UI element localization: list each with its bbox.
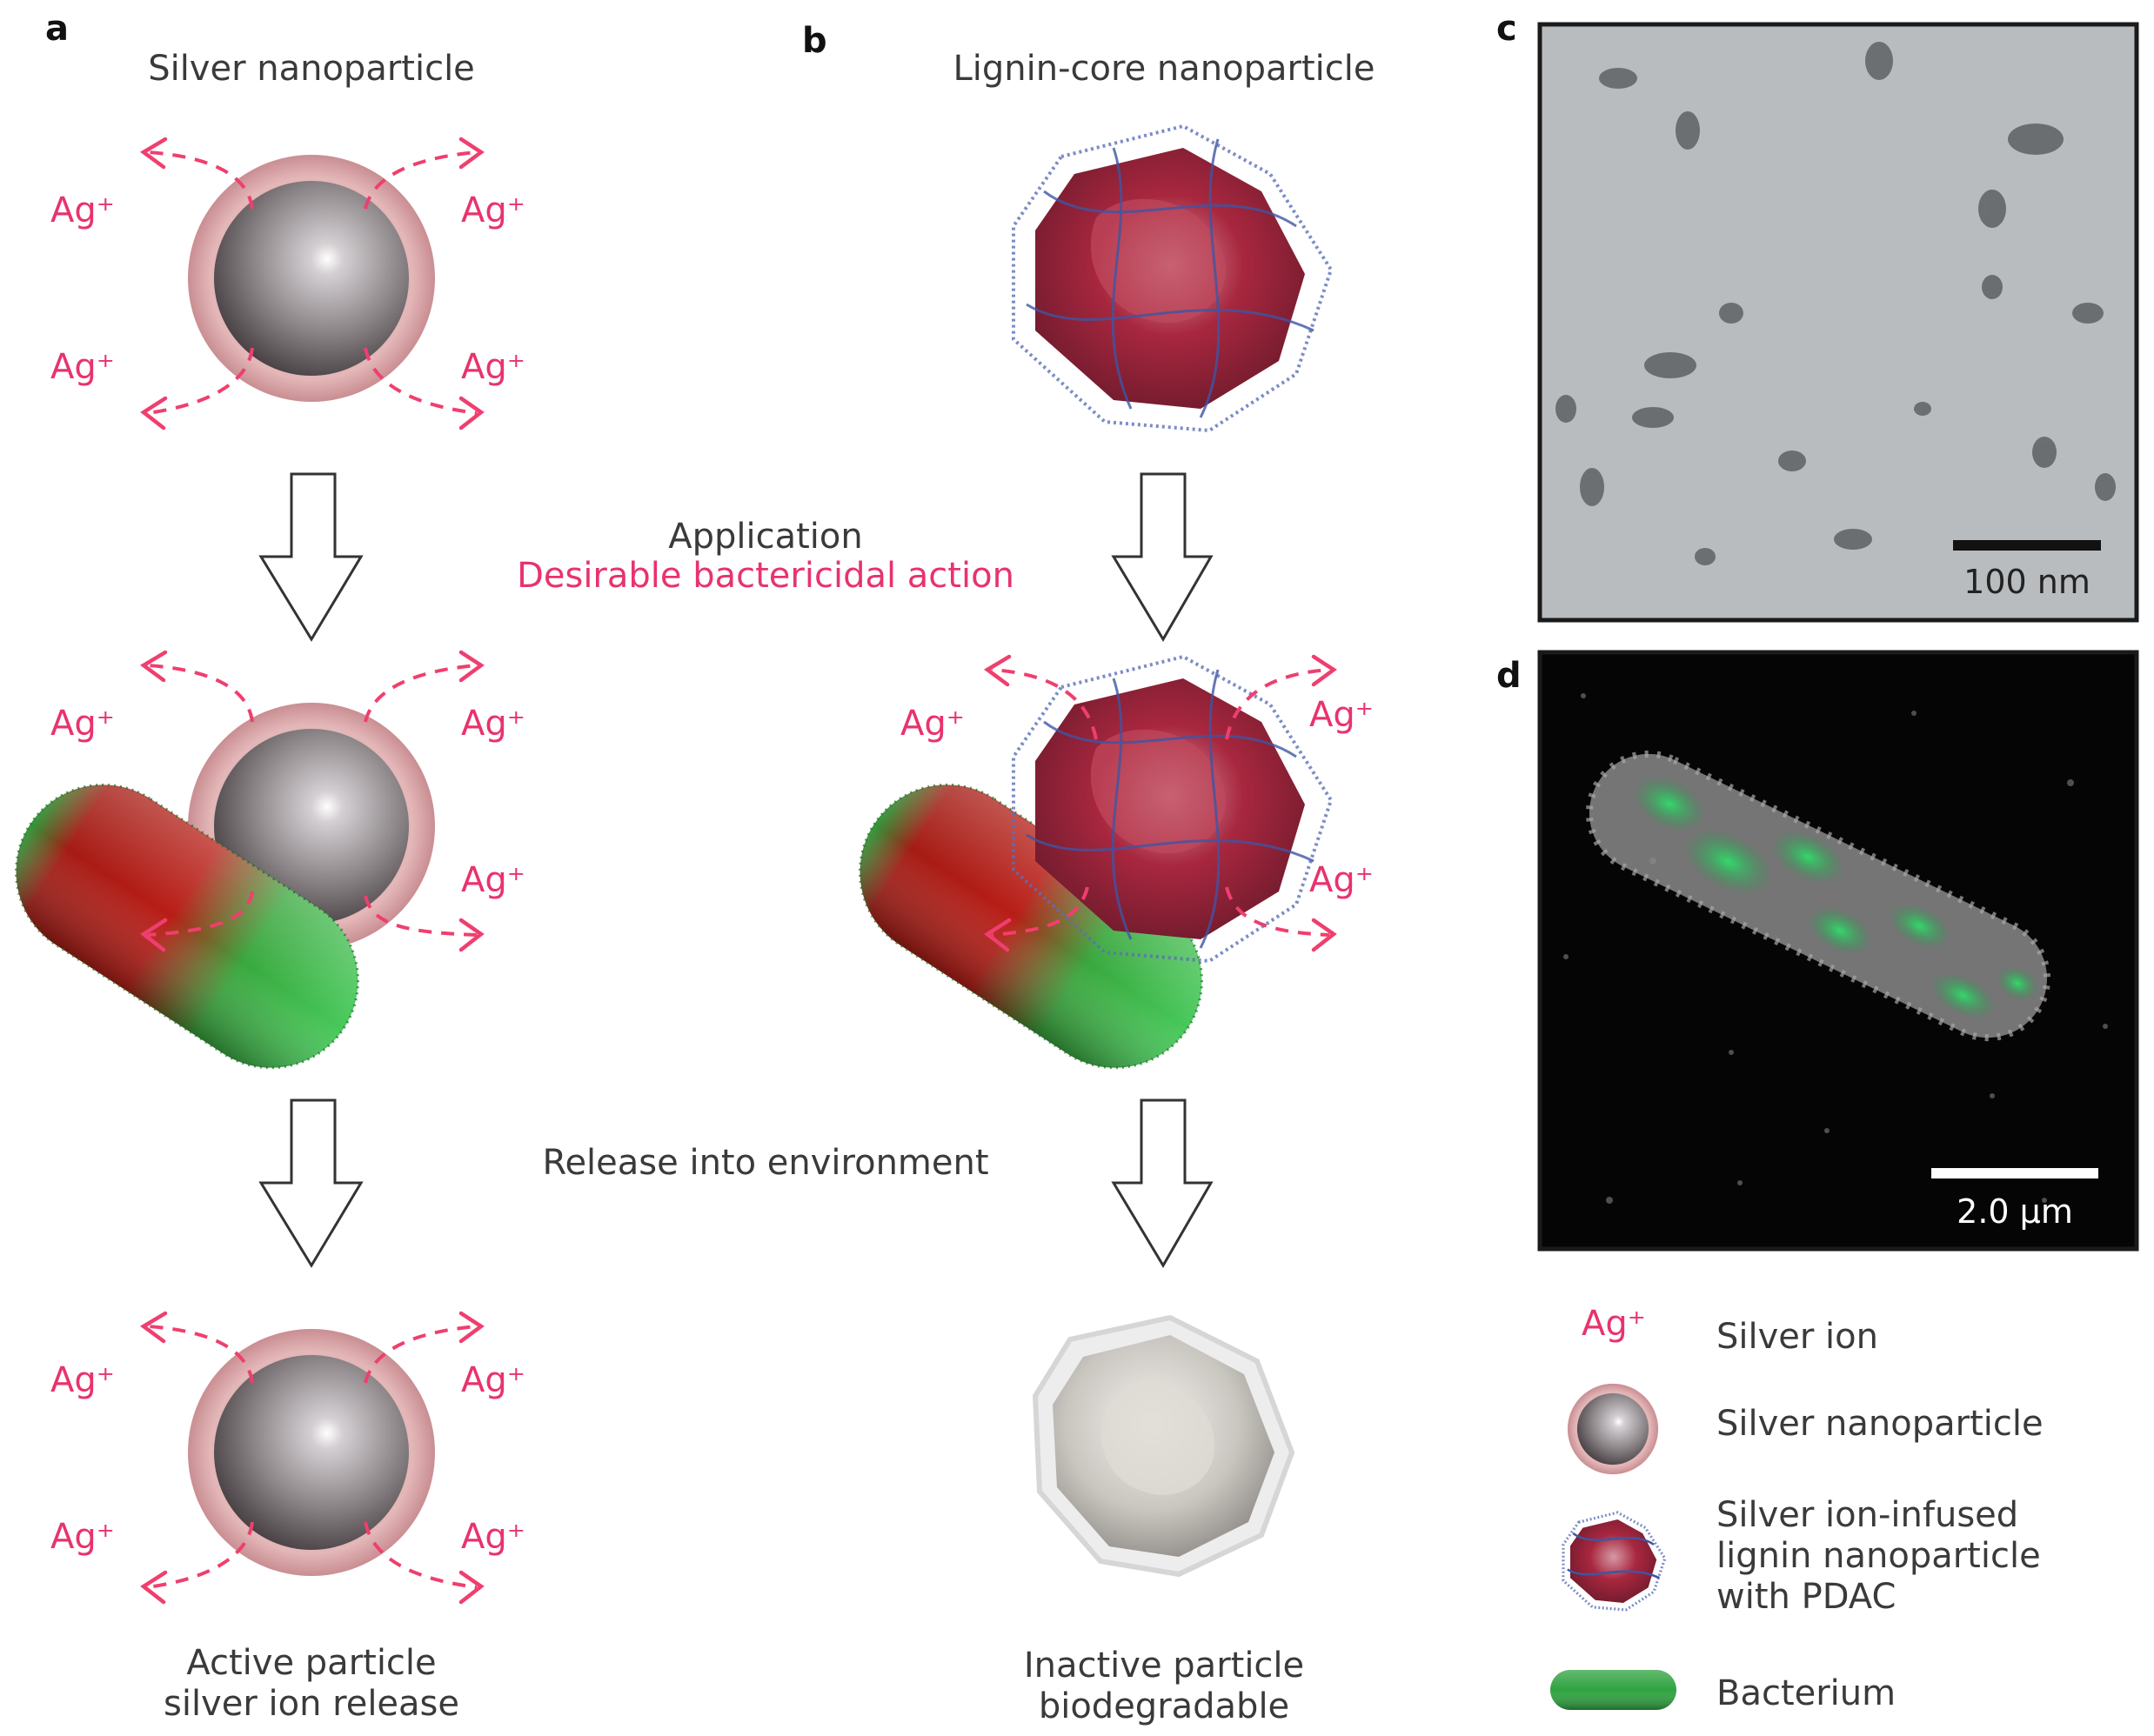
ag-ion-label: Ag⁺ xyxy=(461,190,525,230)
ag-ion-label: Ag⁺ xyxy=(461,860,525,900)
panel-label-a: a xyxy=(45,9,69,49)
legend-lignin-line3: with PDAC xyxy=(1716,1577,1896,1617)
legend-lignin-line2: lignin nanoparticle xyxy=(1716,1536,2041,1576)
panel-b: Lignin-core nanoparticle xyxy=(859,49,1375,1726)
ag-ion-label: Ag⁺ xyxy=(50,704,115,744)
bacterium xyxy=(859,783,1203,1070)
legend-silver-nanoparticle: Silver nanoparticle xyxy=(1716,1404,2044,1444)
legend-bacterium-icon xyxy=(1550,1670,1676,1710)
ag-ion-label: Ag⁺ xyxy=(461,704,525,744)
legend-lignin-icon xyxy=(1562,1511,1667,1612)
panel-label-d: d xyxy=(1496,656,1522,696)
ag-ion-label: Ag⁺ xyxy=(50,1517,115,1557)
release-label: Release into environment xyxy=(542,1143,988,1183)
lignin-nanoparticle-top xyxy=(1012,124,1334,433)
ag-ion-label: Ag⁺ xyxy=(1309,695,1374,735)
fluorescence-micrograph: 2.0 µm xyxy=(1537,650,2139,1252)
silver-nanoparticle-with-bacterium: Ag⁺ Ag⁺ Ag⁺ xyxy=(15,650,525,1070)
legend-ag-ion-symbol: Ag⁺ xyxy=(1582,1304,1646,1344)
down-arrow xyxy=(258,472,364,642)
tem-scale-label: 100 nm xyxy=(1963,563,2090,601)
application-label: Application xyxy=(668,517,863,557)
ag-ion-label: Ag⁺ xyxy=(900,704,965,744)
ag-ion-label: Ag⁺ xyxy=(50,1360,115,1400)
ag-ion-label: Ag⁺ xyxy=(461,347,525,387)
panel-b-title: Lignin-core nanoparticle xyxy=(953,49,1375,89)
ag-ion-label: Ag⁺ xyxy=(50,347,115,387)
lignin-nanoparticle-with-bacterium: Ag⁺ Ag⁺ Ag⁺ xyxy=(859,654,1374,1070)
down-arrow xyxy=(1111,1098,1214,1268)
panel-label-c: c xyxy=(1496,9,1517,49)
ag-ion-label: Ag⁺ xyxy=(50,190,115,230)
panel-a: Silver nanoparticle Ag⁺ Ag⁺ Ag⁺ Ag⁺ xyxy=(15,49,525,1724)
inactive-particle xyxy=(1032,1314,1295,1578)
legend: Ag⁺ Silver ion Silver nanoparticle Silve… xyxy=(1550,1304,2044,1713)
down-arrow xyxy=(258,1098,364,1268)
panel-b-bottom-line1: Inactive particle xyxy=(1024,1646,1304,1686)
ag-ion-label: Ag⁺ xyxy=(1309,860,1374,900)
tem-micrograph: 100 nm xyxy=(1537,22,2139,623)
down-arrow xyxy=(1111,472,1214,642)
ag-ion-label: Ag⁺ xyxy=(461,1517,525,1557)
silver-nanoparticle-top: Ag⁺ Ag⁺ Ag⁺ Ag⁺ xyxy=(50,137,525,431)
panel-b-bottom-line2: biodegradable xyxy=(1039,1686,1289,1726)
legend-bacterium: Bacterium xyxy=(1716,1673,1896,1713)
bactericidal-label: Desirable bactericidal action xyxy=(517,556,1014,596)
panel-a-title: Silver nanoparticle xyxy=(148,49,475,89)
fluorescence-scale-label: 2.0 µm xyxy=(1957,1192,2073,1231)
bacterium xyxy=(15,783,359,1070)
panel-a-bottom-line1: Active particle xyxy=(186,1643,436,1683)
silver-nanoparticle-bottom: Ag⁺ Ag⁺ Ag⁺ Ag⁺ xyxy=(50,1311,525,1605)
ag-ion-label: Ag⁺ xyxy=(461,1360,525,1400)
legend-lignin-line1: Silver ion-infused xyxy=(1716,1495,2018,1535)
panel-a-bottom-line2: silver ion release xyxy=(164,1684,459,1724)
fluorescent-bacterium xyxy=(1585,750,2051,1042)
legend-nanoparticle-icon xyxy=(1567,1383,1659,1475)
legend-silver-ion: Silver ion xyxy=(1716,1317,1878,1357)
panel-label-b: b xyxy=(802,21,827,61)
